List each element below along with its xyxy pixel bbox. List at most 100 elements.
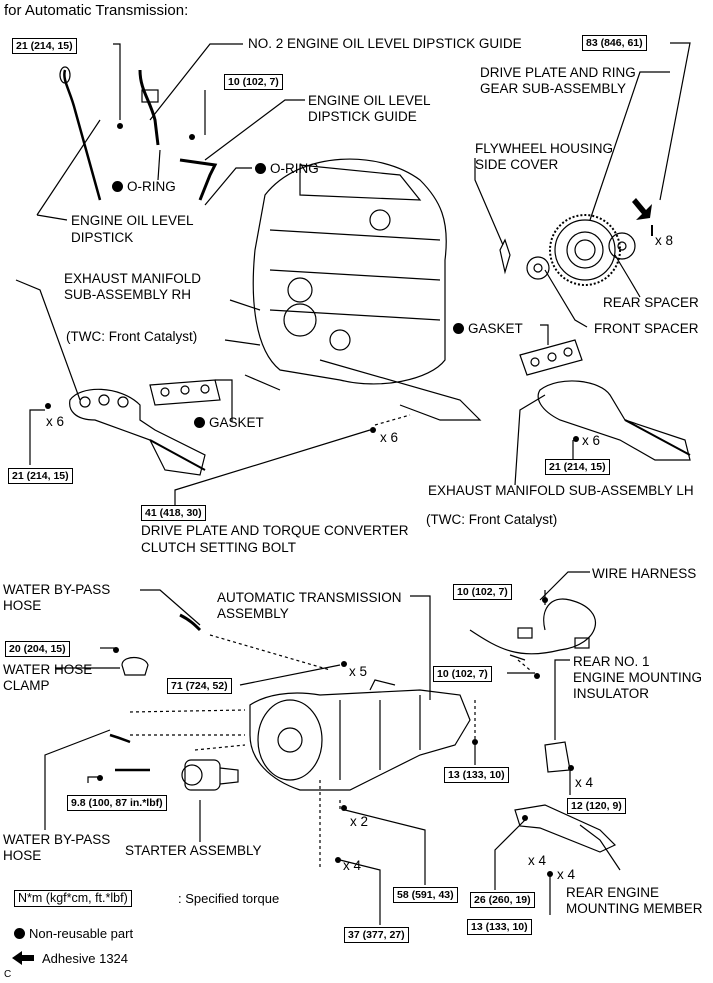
leader-guide	[204, 99, 305, 161]
torque-box: 26 (260, 19)	[470, 892, 535, 908]
flywheel-cover-shape	[499, 238, 511, 275]
torque-box: 83 (846, 61)	[582, 35, 647, 51]
non-reusable-icon	[453, 323, 464, 334]
exhaust-lh-shape	[537, 380, 691, 461]
leader-t6	[174, 429, 371, 505]
leader-front-spacer	[544, 269, 588, 328]
engine-block-sketch	[224, 158, 482, 421]
label-wbh-top-2: HOSE	[3, 598, 42, 613]
front-spacer-shape	[526, 256, 550, 280]
wire-harness-shape	[469, 598, 597, 661]
leader-rear-ins	[554, 659, 570, 740]
non-reusable-icon	[194, 417, 205, 428]
exhaust-rh-shape	[69, 388, 206, 476]
label-x8: x 8	[655, 233, 674, 248]
corner-code: C	[4, 969, 12, 980]
label-wire-harness: WIRE HARNESS	[592, 566, 697, 581]
label-twc-rh: (TWC: Front Catalyst)	[66, 329, 198, 344]
torque-box: 13 (133, 10)	[444, 767, 509, 783]
non-reusable-icon	[112, 181, 123, 192]
leader-exh-lh	[514, 394, 546, 486]
wbh-bot-shape	[109, 733, 150, 772]
leader-t14	[344, 809, 426, 885]
label-drive-plate-2: GEAR SUB-ASSEMBLY	[480, 81, 627, 96]
leader-t16	[339, 859, 381, 925]
torque-box: 37 (377, 27)	[344, 927, 409, 943]
label-dipstick-2: DIPSTICK	[71, 230, 134, 245]
label-hose-clamp-2: CLAMP	[3, 678, 50, 693]
rear-member-shape	[514, 804, 617, 853]
leader-oring-b	[204, 167, 252, 206]
leader-t12	[87, 776, 100, 783]
label-flywheel-2: SIDE COVER	[475, 157, 559, 172]
torque-box: 10 (102, 7)	[224, 74, 283, 90]
leader-dipstick	[36, 119, 101, 221]
dipstick-shape	[63, 69, 102, 201]
label-rear-ins-2: ENGINE MOUNTING	[573, 670, 703, 685]
no2-guide-shape	[138, 69, 160, 146]
label-x4-a: x 4	[575, 775, 594, 790]
gasket-lh-shape	[519, 339, 583, 376]
torque-box: 58 (591, 43)	[393, 887, 458, 903]
label-x4-c: x 4	[343, 858, 362, 873]
label-x6-b: x 6	[380, 430, 399, 445]
guide-shape	[179, 158, 218, 201]
label-x2: x 2	[350, 814, 369, 829]
label-dipstick-guide-1: ENGINE OIL LEVEL	[308, 93, 431, 108]
torque-box: 13 (133, 10)	[467, 919, 532, 935]
label-bolt-2: CLUTCH SETTING BOLT	[141, 540, 297, 555]
legend-torque-box: N*m (kgf*cm, ft.*lbf)	[14, 890, 132, 907]
label-exh-rh-1: EXHAUST MANIFOLD	[64, 271, 202, 286]
leader-t4	[29, 409, 45, 465]
label-rear-ins-3: INSULATOR	[573, 686, 650, 701]
label-front-spacer: FRONT SPACER	[594, 321, 699, 336]
label-dipstick-1: ENGINE OIL LEVEL	[71, 213, 194, 228]
leader-at	[410, 595, 431, 700]
label-x6-c: x 6	[582, 433, 601, 448]
label-starter: STARTER ASSEMBLY	[125, 843, 262, 858]
alignment-lines	[129, 634, 531, 870]
label-at-2: ASSEMBLY	[217, 606, 289, 621]
torque-box: 71 (724, 52)	[167, 678, 232, 694]
legend-adhesive-arrow	[12, 951, 34, 965]
torque-box: 20 (204, 15)	[5, 641, 70, 657]
label-twc-lh: (TWC: Front Catalyst)	[426, 512, 558, 527]
rear-spacer-shape	[608, 232, 636, 260]
wbh-top-shape	[179, 613, 202, 632]
torque-box: 10 (102, 7)	[433, 666, 492, 682]
legend-torque-text: : Specified torque	[178, 891, 280, 906]
label-x6-a: x 6	[46, 414, 65, 429]
label-x4-b: x 4	[528, 853, 547, 868]
label-rear-spacer: REAR SPACER	[603, 295, 699, 310]
leader-gasket-rh	[215, 379, 233, 422]
label-wbh-bot-1: WATER BY-PASS	[3, 832, 111, 847]
label-x4-d: x 4	[557, 867, 576, 882]
gasket-rh-shape	[149, 379, 221, 406]
page-title: for Automatic Transmission:	[4, 2, 189, 19]
label-rear-ins-1: REAR NO. 1	[573, 654, 650, 669]
label-no2-dipstick-guide: NO. 2 ENGINE OIL LEVEL DIPSTICK GUIDE	[248, 36, 522, 51]
torque-box: 21 (214, 15)	[545, 459, 610, 475]
leader-drive-plate	[589, 71, 670, 221]
hose-clamp-shape	[121, 656, 149, 676]
leader-wire-harness	[539, 571, 590, 601]
dipstick-handle	[59, 66, 71, 84]
adhesive-arrow	[632, 198, 652, 220]
label-flywheel-1: FLYWHEEL HOUSING	[475, 141, 614, 156]
leader-exh-rh	[15, 279, 81, 401]
leader-rear-spacer	[614, 254, 641, 298]
legend-non-reusable: Non-reusable part	[14, 925, 133, 942]
label-at-1: AUTOMATIC TRANSMISSION	[217, 590, 402, 605]
non-reusable-icon	[14, 928, 25, 939]
label-wbh-bot-2: HOSE	[3, 848, 42, 863]
no2-guide-bracket	[141, 89, 159, 103]
leader-t1	[113, 43, 121, 120]
label-gasket-lh: GASKET	[453, 320, 523, 337]
legend-adhesive: Adhesive 1324	[42, 951, 129, 966]
label-rear-member-2: MOUNTING MEMBER	[566, 901, 703, 916]
label-hose-clamp-1: WATER HOSE	[3, 662, 93, 677]
torque-box: 21 (214, 15)	[12, 38, 77, 54]
label-wbh-top-1: WATER BY-PASS	[3, 582, 111, 597]
label-exh-rh-2: SUB-ASSEMBLY RH	[64, 287, 192, 302]
